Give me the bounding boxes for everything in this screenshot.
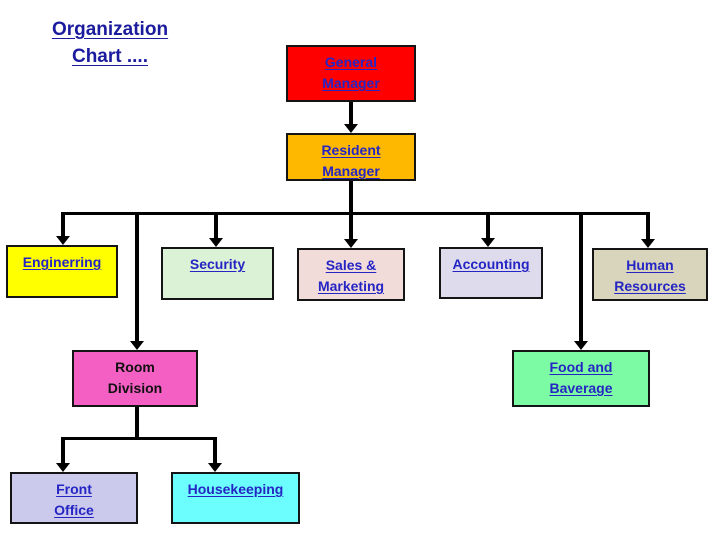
node-resident-manager[interactable]: Resident Manager — [286, 133, 416, 181]
node-label: Manager — [322, 163, 380, 179]
arrowhead-accounting — [481, 238, 495, 247]
arrowhead-front-office — [56, 463, 70, 472]
page-title-line-2: Chart .... — [71, 46, 148, 67]
node-label: Food and — [549, 359, 613, 375]
connector-to-enginerring — [61, 212, 65, 236]
node-human-resources[interactable]: Human Resources — [592, 248, 708, 301]
node-label: Marketing — [317, 278, 385, 294]
connector-to-accounting — [486, 212, 490, 238]
node-food-baverage[interactable]: Food and Baverage — [512, 350, 650, 407]
arrowhead-food-baverage — [574, 341, 588, 350]
connector-rd-to-bus — [135, 407, 139, 440]
arrowhead-enginerring — [56, 236, 70, 245]
node-label: Housekeeping — [187, 481, 284, 497]
connector-bottom-bus — [61, 437, 217, 440]
node-security[interactable]: Security — [161, 247, 274, 300]
connector-to-front-office — [61, 437, 65, 463]
node-enginerring[interactable]: Enginerring — [6, 245, 118, 298]
node-accounting[interactable]: Accounting — [439, 247, 543, 299]
node-label: Resident — [321, 142, 381, 158]
node-sales-marketing[interactable]: Sales & Marketing — [297, 248, 405, 301]
connector-to-housekeeping — [213, 437, 217, 463]
node-label: Resources — [614, 278, 686, 294]
node-label: General — [324, 54, 378, 70]
connector-to-security — [214, 212, 218, 238]
page-title-line-1: Organization — [51, 19, 169, 40]
node-label: Office — [54, 502, 94, 518]
arrowhead-security — [209, 238, 223, 247]
node-label: Baverage — [549, 380, 613, 396]
connector-top-bus — [61, 212, 650, 215]
node-label: Human — [626, 257, 674, 273]
node-front-office[interactable]: Front Office — [10, 472, 138, 524]
arrowhead-human-resources — [641, 239, 655, 248]
connector-rm-to-bus — [349, 181, 353, 239]
page-title[interactable]: Organization Chart .... — [28, 16, 192, 70]
arrowhead-resident-manager — [344, 124, 358, 133]
connector-gm-to-rm — [349, 102, 353, 125]
node-label: Sales & — [325, 257, 377, 273]
node-room-division: Room Division — [72, 350, 198, 407]
node-label: Manager — [322, 75, 380, 91]
node-general-manager[interactable]: General Manager — [286, 45, 416, 102]
node-label: Enginerring — [22, 254, 102, 270]
arrowhead-room-division — [130, 341, 144, 350]
connector-to-room-division — [135, 212, 139, 341]
connector-to-food-baverage — [579, 212, 583, 341]
connector-to-human-resources — [646, 212, 650, 239]
node-label: Room — [115, 359, 155, 375]
node-housekeeping[interactable]: Housekeeping — [171, 472, 300, 524]
node-label: Division — [107, 380, 163, 396]
node-label: Accounting — [452, 256, 530, 272]
arrowhead-sales-marketing — [344, 239, 358, 248]
node-label: Security — [189, 256, 246, 272]
arrowhead-housekeeping — [208, 463, 222, 472]
node-label: Front — [56, 481, 92, 497]
